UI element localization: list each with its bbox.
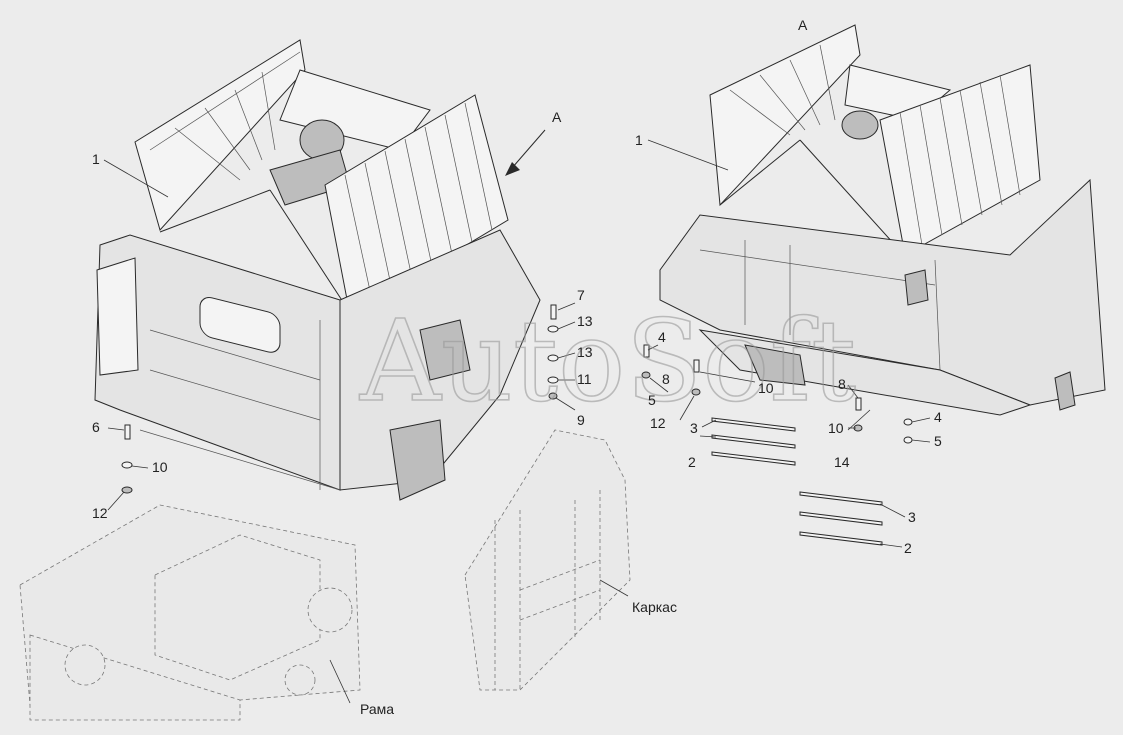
view-a-arrow-label: А	[552, 109, 562, 125]
hardware-fasteners	[121, 304, 913, 494]
callout-left-6: 6	[92, 419, 100, 435]
callout-right-4b: 4	[934, 409, 942, 425]
callout-right-8b: 8	[838, 376, 846, 392]
leader-lines	[103, 139, 931, 704]
callout-right-4a: 4	[658, 329, 666, 345]
carcass-karkas	[464, 429, 631, 691]
callout-left-10: 10	[152, 459, 168, 475]
left-mount-bracket	[389, 419, 446, 501]
right-roof-hatch	[709, 24, 861, 207]
callout-right-5a: 5	[648, 392, 656, 408]
callout-left-12: 12	[92, 505, 108, 521]
callout-left-1: 1	[92, 151, 100, 167]
bolt-6	[124, 424, 131, 440]
left-cab-door	[96, 257, 139, 376]
watermark: AutoSoft	[359, 297, 856, 427]
washer-10	[121, 461, 133, 469]
view-a-arrow	[505, 129, 546, 176]
callout-right-2b: 2	[904, 540, 912, 556]
callout-right-8a: 8	[662, 371, 670, 387]
label-frame: Рама	[360, 701, 394, 717]
shim-strips	[711, 417, 883, 546]
frame-rama	[19, 504, 361, 721]
left-cab-window	[199, 296, 281, 353]
callout-right-10a: 10	[758, 380, 774, 396]
left-roof-hatch	[134, 39, 306, 232]
nut-9	[548, 392, 558, 400]
label-carcass: Каркас	[632, 599, 677, 615]
callout-right-12: 12	[650, 415, 666, 431]
bolt-7	[550, 304, 557, 320]
callout-right-5b: 5	[934, 433, 942, 449]
callout-left-9: 9	[577, 412, 585, 428]
callout-left-13b: 13	[577, 344, 593, 360]
left-callouts: 1 7 13 13 11 9 6 10 12	[92, 151, 593, 521]
callout-right-14: 14	[834, 454, 850, 470]
nut-12	[121, 486, 133, 494]
left-side-panel	[324, 94, 509, 316]
callout-left-13a: 13	[577, 313, 593, 329]
callout-left-7: 7	[577, 287, 585, 303]
left-cab-assembly	[94, 39, 541, 501]
callout-right-1: 1	[635, 132, 643, 148]
right-callouts: 1 4 8 5 10 12 3 2 8 10 14 4 5 3 2	[635, 132, 942, 556]
callout-right-3b: 3	[908, 509, 916, 525]
callout-left-11: 11	[577, 371, 592, 387]
callout-right-2a: 2	[688, 454, 696, 470]
view-a-title: А	[798, 17, 808, 33]
right-cab-assembly-view-a	[659, 24, 1106, 416]
callout-right-10b: 10	[828, 420, 844, 436]
callout-right-3a: 3	[690, 420, 698, 436]
